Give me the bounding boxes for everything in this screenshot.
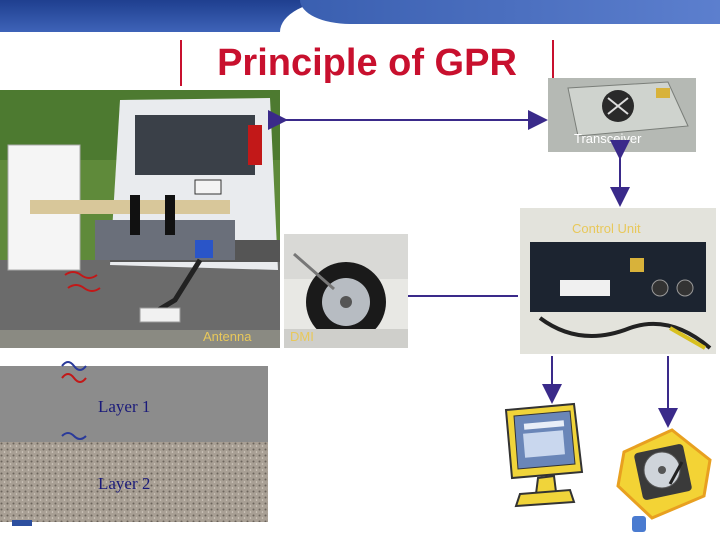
dmi-photo: [284, 234, 408, 348]
control-unit-photo: [520, 208, 716, 354]
footer-mark: [12, 520, 32, 526]
header-bar: [0, 0, 720, 32]
layer-1-label: Layer 1: [98, 397, 151, 416]
antenna-label: Antenna: [203, 329, 252, 344]
transceiver-photo: [548, 78, 696, 152]
wave-mark-3: [61, 432, 87, 440]
computer-monitor-icon: [498, 400, 588, 508]
control-unit-label: Control Unit: [572, 221, 641, 236]
layer-1: [0, 366, 268, 442]
layer-2: [0, 442, 268, 522]
slide-title: Principle of GPR: [180, 40, 554, 86]
hard-drive-icon: [612, 424, 714, 524]
dmi-label: DMI: [290, 329, 314, 344]
wave-mark-1: [61, 361, 87, 371]
wave-mark-2: [61, 373, 87, 383]
layer-2-label: Layer 2: [98, 474, 151, 493]
header-swoosh-band: [300, 0, 720, 24]
corner-icon: [632, 516, 646, 532]
van-photo: [0, 90, 280, 348]
